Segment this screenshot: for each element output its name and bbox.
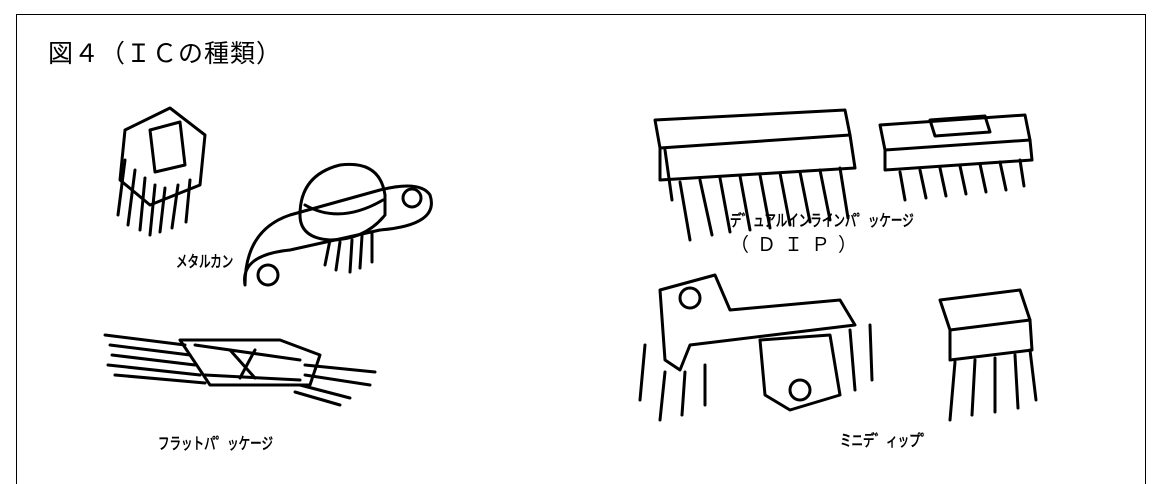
label-metal-can: メタルカン bbox=[176, 248, 233, 272]
mini-dip-tab-icon bbox=[640, 275, 872, 420]
label-flat-package: フラットパ゜ッケージ bbox=[158, 430, 273, 454]
ic-illustrations bbox=[0, 0, 1162, 470]
flat-package-icon bbox=[105, 335, 375, 405]
label-dip-name: デ゛ュアルインラインパ゜ッケージ bbox=[730, 207, 914, 231]
label-dip-abbrev: （ＤＩＰ） bbox=[730, 230, 865, 257]
metal-can-flange-icon bbox=[245, 164, 432, 285]
dip-small-icon bbox=[880, 115, 1032, 200]
label-mini-dip: ミニデ゛ィップ゜ bbox=[840, 427, 932, 451]
mini-dip-icon bbox=[940, 290, 1036, 420]
metal-can-icon bbox=[118, 108, 205, 235]
